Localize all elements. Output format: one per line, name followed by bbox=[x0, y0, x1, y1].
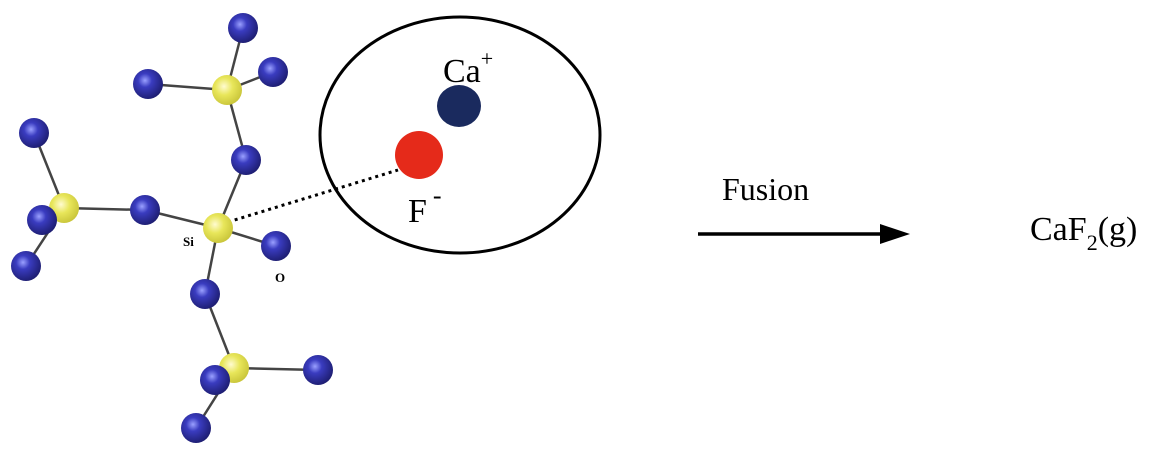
oxygen-atom bbox=[181, 413, 211, 443]
oxygen-atoms bbox=[11, 13, 333, 443]
silicon-atom bbox=[203, 213, 233, 243]
interaction-dotted-line bbox=[227, 168, 399, 224]
fusion-label: Fusion bbox=[722, 171, 809, 207]
oxygen-atom bbox=[190, 279, 220, 309]
oxygen-atom bbox=[303, 355, 333, 385]
oxygen-atom bbox=[200, 365, 230, 395]
oxygen-atom bbox=[261, 231, 291, 261]
product-state: (g) bbox=[1098, 211, 1138, 248]
oxygen-atom bbox=[258, 57, 288, 87]
calcium-ion bbox=[437, 85, 481, 127]
fluoride-ion bbox=[395, 131, 443, 179]
product-subscript: 2 bbox=[1087, 230, 1098, 255]
oxygen-atom bbox=[228, 13, 258, 43]
silicon-atoms bbox=[49, 75, 249, 383]
calcium-ion-label: Ca+ bbox=[443, 46, 493, 90]
oxygen-atom bbox=[27, 205, 57, 235]
fluoride-charge: - bbox=[433, 181, 442, 210]
product-base: CaF bbox=[1030, 211, 1087, 248]
fluoride-symbol: F bbox=[408, 193, 427, 230]
o-label: O bbox=[275, 270, 285, 285]
silicon-atom bbox=[49, 193, 79, 223]
oxygen-atom bbox=[130, 195, 160, 225]
oxygen-atom bbox=[231, 145, 261, 175]
fluoride-ion-label: F- bbox=[408, 181, 442, 230]
calcium-symbol: Ca bbox=[443, 53, 481, 90]
silicon-atom bbox=[212, 75, 242, 105]
oxygen-atom bbox=[19, 118, 49, 148]
product-formula: CaF2(g) bbox=[1030, 211, 1137, 255]
oxygen-atom bbox=[11, 251, 41, 281]
calcium-charge: + bbox=[481, 46, 493, 71]
silicate-bonds bbox=[24, 27, 319, 429]
oxygen-atom bbox=[133, 69, 163, 99]
fusion-arrowhead bbox=[880, 224, 910, 244]
si-label: Si bbox=[183, 234, 194, 249]
ion-enclosure-ellipse bbox=[318, 15, 602, 255]
